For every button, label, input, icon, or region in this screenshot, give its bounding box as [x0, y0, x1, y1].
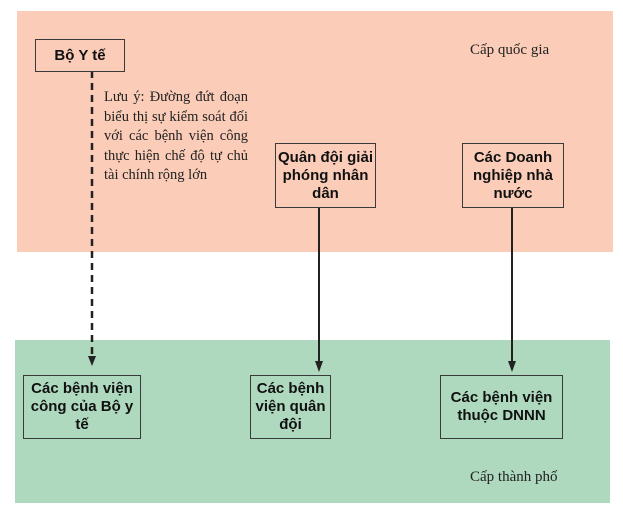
arrowhead	[508, 361, 516, 372]
arrowhead	[315, 361, 323, 372]
node-peoples-liberation-army: Quân đội giải phóng nhân dân	[275, 143, 376, 208]
node-ministry-of-health: Bộ Y tế	[35, 39, 125, 72]
national-level-label: Cấp quốc gia	[470, 42, 550, 58]
city-level-label: Cấp thành phố	[470, 469, 558, 485]
note-text: Lưu ý: Đường đứt đoạn biểu thị sự kiểm s…	[104, 89, 248, 183]
node-state-owned-enterprises: Các Doanh nghiệp nhà nước	[462, 143, 564, 208]
node-soe-hospitals: Các bệnh viện thuộc DNNN	[440, 375, 563, 439]
node-military-hospitals: Các bệnh viện quân đội	[250, 375, 331, 439]
arrowhead	[88, 356, 96, 366]
node-moh-public-hospitals: Các bệnh viện công của Bộ y tế	[23, 375, 141, 439]
